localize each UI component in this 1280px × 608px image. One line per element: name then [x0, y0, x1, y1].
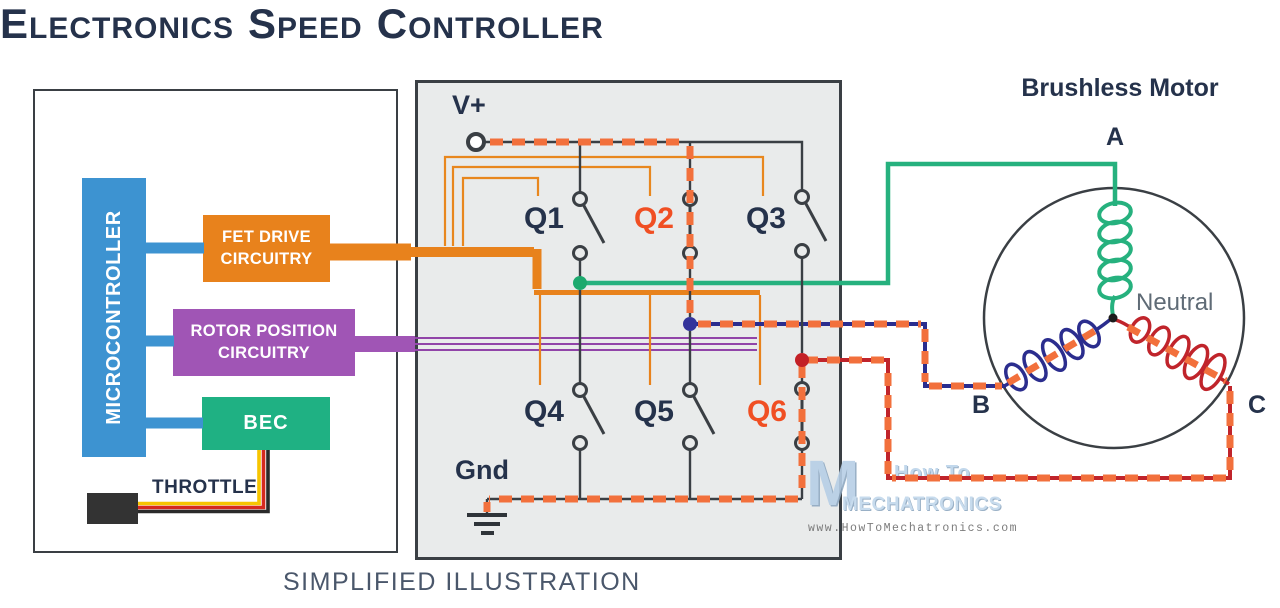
gnd-label: Gnd	[455, 455, 509, 485]
phase-a-wire	[586, 161, 1118, 286]
watermark: M How To MECHATRONICS www.HowToMechatron…	[806, 447, 1019, 542]
neutral-dot	[1108, 313, 1118, 323]
transistor-label-q3: Q3	[745, 202, 786, 235]
throttle-wire-red	[138, 450, 266, 510]
vplus-label: V+	[452, 90, 486, 120]
throttle-cable	[138, 450, 270, 514]
transistor-label-q4: Q4	[523, 395, 564, 428]
title-word-speed: PEED	[277, 12, 363, 45]
throttle-wire-yellow	[138, 450, 261, 506]
vplus-terminal	[466, 132, 486, 152]
throttle-label: THROTTLE	[152, 477, 258, 498]
title-initial-e: E	[0, 0, 30, 47]
ground-symbol	[467, 513, 507, 535]
switch-blades	[581, 201, 828, 438]
title-word-electronics: LECTRONICS	[29, 12, 235, 45]
brushless-motor-title: Brushless Motor	[1021, 74, 1219, 102]
phase-a-label: A	[1105, 123, 1125, 151]
rotor-sense-lines	[415, 337, 757, 351]
title-word-controller: ONTROLLER	[408, 12, 604, 45]
fet-trunk	[330, 243, 762, 385]
bec-block: BEC	[202, 397, 330, 450]
phase-b-wire	[696, 322, 1006, 388]
q3-blade	[803, 201, 828, 242]
neutral-label: Neutral	[1136, 289, 1214, 316]
transistor-label-q5: Q5	[633, 395, 674, 428]
phase-b-label: B	[971, 391, 991, 419]
phase-c-label: C	[1247, 391, 1267, 419]
mcu-stubs	[146, 242, 204, 429]
throttle-connector	[87, 493, 138, 524]
q4-blade	[581, 394, 606, 435]
q5-blade	[691, 394, 716, 435]
title-initial-s: S	[248, 0, 278, 47]
q1-blade	[581, 203, 606, 244]
caption-simplified-illustration: SIMPLIFIED ILLUSTRATION	[283, 568, 641, 596]
gate-traces-upper	[443, 155, 765, 246]
watermark-line2: MECHATRONICS	[842, 494, 1002, 515]
fet-drive-block: FET DRIVE CIRCUITRY	[203, 215, 330, 282]
watermark-logo-icon: M	[806, 447, 860, 519]
coil-a-green	[1097, 200, 1133, 317]
phase-a-junction	[573, 276, 587, 290]
current-path-dashes	[483, 138, 1234, 512]
phase-b-junction	[683, 317, 697, 331]
transistor-label-q2: Q2	[633, 202, 674, 235]
page-title: E LECTRONICS S PEED C ONTROLLER	[0, 0, 1280, 48]
watermark-url: www.HowToMechatronics.com	[808, 522, 1019, 535]
title-initial-c: C	[376, 0, 409, 47]
phase-c-junction	[795, 353, 809, 367]
microcontroller-block: MICROCONTROLLER	[82, 178, 146, 457]
transistor-label-q6: Q6	[746, 395, 787, 428]
switch-bridge-panel	[415, 80, 842, 560]
rotor-position-block: ROTOR POSITION CIRCUITRY	[173, 309, 355, 376]
throttle-wire-black	[138, 450, 270, 514]
transistor-label-q1: Q1	[523, 202, 564, 235]
